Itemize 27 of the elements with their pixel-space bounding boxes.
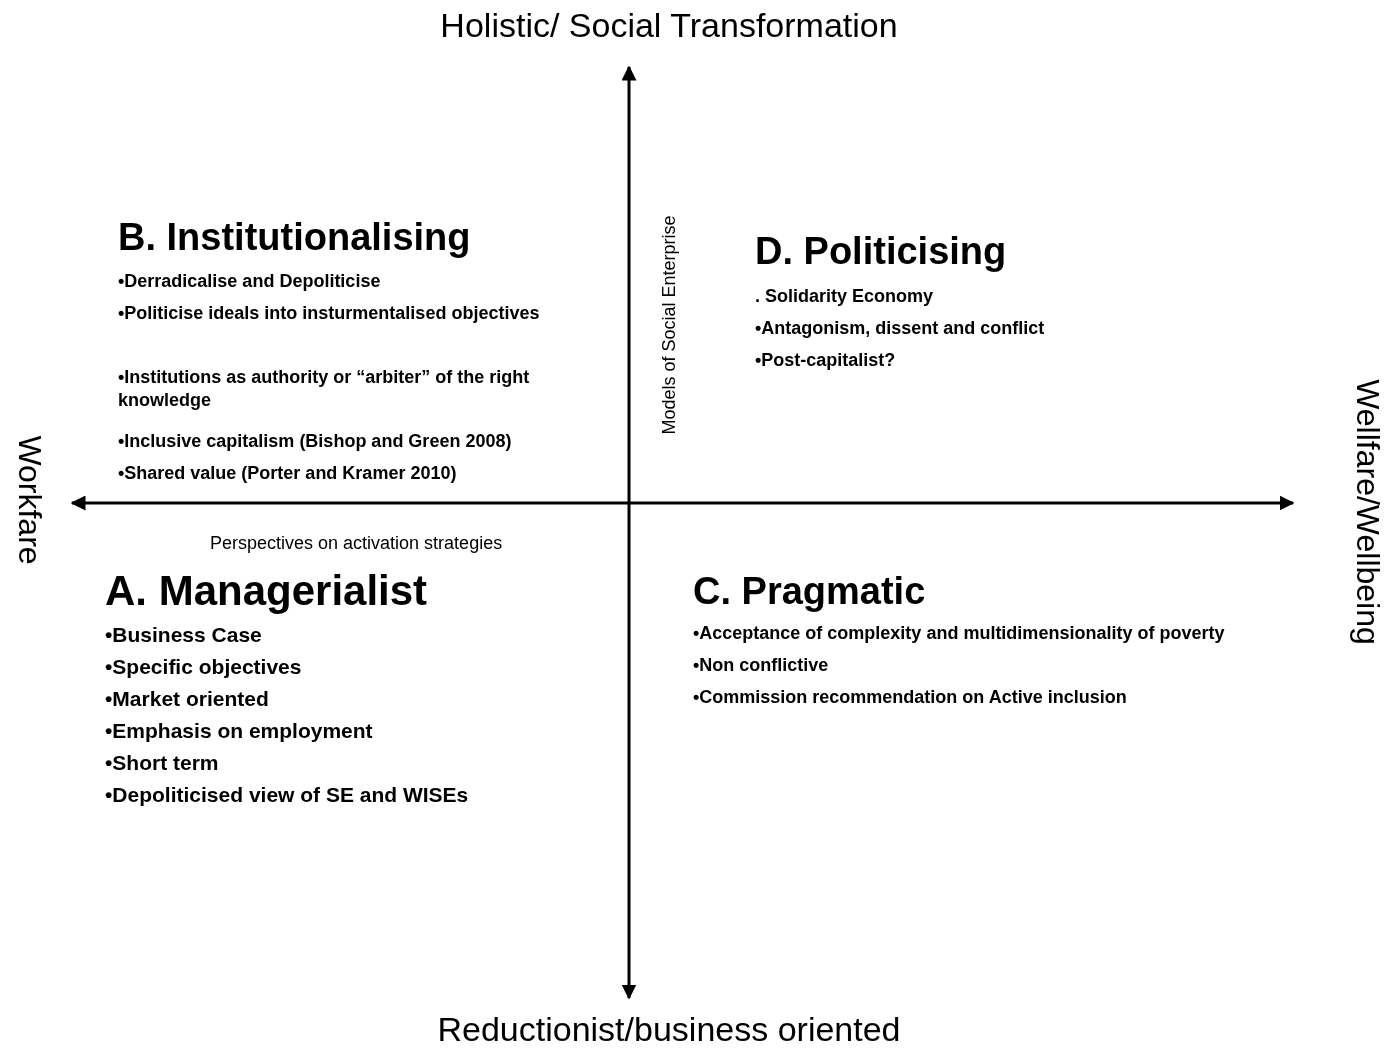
axis-label: Reductionist/business oriented bbox=[437, 1009, 901, 1050]
axis-caption: Models of Social Enterprise bbox=[657, 215, 680, 435]
bullet-item: •Market oriented bbox=[105, 686, 269, 712]
bullet-item: •Institutions as authority or “arbiter” of the right knowledge bbox=[118, 366, 531, 411]
bullet-item: . Solidarity Economy bbox=[755, 285, 934, 308]
bullet-item: •Non conflictive bbox=[693, 654, 829, 677]
axis-label: Wellfare/Wellbeing bbox=[1349, 379, 1387, 645]
quadrant-heading: B. Institutionalising bbox=[118, 215, 471, 260]
bullet-item: •Acceptance of complexity and multidimensionality of poverty bbox=[693, 622, 1225, 645]
quadrant-heading: A. Managerialist bbox=[105, 566, 428, 616]
axis-label: Holistic/ Social Transformation bbox=[440, 5, 898, 46]
bullet-item: •Business Case bbox=[105, 622, 262, 648]
bullet-item: •Derradicalise and Depoliticise bbox=[118, 270, 381, 293]
bullet-item: •Antagonism, dissent and conflict bbox=[755, 317, 1045, 340]
bullet-item: •Politicise ideals into insturmentalised objectives bbox=[118, 302, 541, 325]
bullet-item: •Shared value (Porter and Kramer 2010) bbox=[118, 462, 457, 485]
bullet-item: •Short term bbox=[105, 750, 219, 776]
axis-caption: Perspectives on activation strategies bbox=[210, 532, 503, 555]
bullet-item: •Depoliticised view of SE and WISEs bbox=[105, 782, 470, 808]
bullet-item: •Inclusive capitalism (Bishop and Green 2008) bbox=[118, 430, 512, 453]
quadrant-heading: C. Pragmatic bbox=[693, 569, 926, 614]
bullet-item: •Emphasis on employment bbox=[105, 718, 373, 744]
axis-label: Workfare bbox=[11, 435, 49, 565]
quadrant-heading: D. Politicising bbox=[755, 229, 1007, 274]
bullet-item: •Post-capitalist? bbox=[755, 349, 896, 372]
bullet-item: •Specific objectives bbox=[105, 654, 302, 680]
bullet-item: •Commission recommendation on Active inclusion bbox=[693, 686, 1127, 709]
